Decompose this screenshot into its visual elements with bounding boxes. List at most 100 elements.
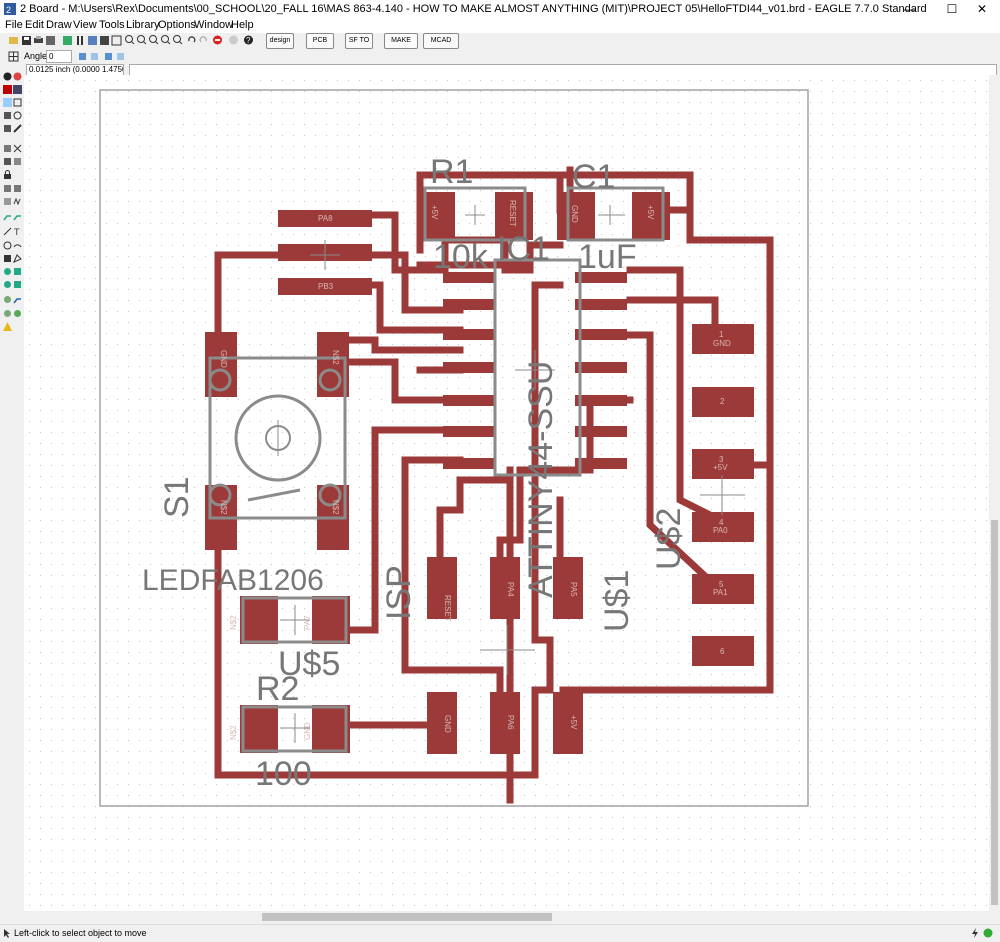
- menu-draw[interactable]: Draw: [46, 19, 72, 31]
- delete-icon[interactable]: [13, 144, 22, 153]
- rotate-icon[interactable]: [103, 50, 114, 62]
- sf-to-3d-button[interactable]: SF TO 3D: [345, 33, 373, 58]
- window-icon[interactable]: [111, 34, 122, 46]
- route-icon[interactable]: [3, 212, 12, 221]
- text-icon[interactable]: T: [13, 227, 22, 237]
- hole-icon[interactable]: [3, 280, 12, 289]
- design-link-button[interactable]: design link: [266, 33, 294, 58]
- svg-text:GND: GND: [219, 350, 228, 368]
- autorouter-icon[interactable]: [3, 295, 12, 304]
- mark-icon[interactable]: [13, 85, 22, 94]
- ic1-pad: [443, 426, 495, 437]
- go-icon[interactable]: [228, 34, 239, 46]
- isp-label: ISP: [380, 565, 418, 620]
- grid-icon[interactable]: [8, 50, 19, 62]
- svg-text:RESET: RESET: [508, 200, 517, 227]
- led-part-label: U$5: [278, 645, 340, 683]
- flip-icon[interactable]: [89, 50, 100, 62]
- go-status-icon[interactable]: [983, 928, 994, 940]
- print-icon[interactable]: [33, 34, 44, 46]
- horizontal-scrollbar[interactable]: [24, 911, 989, 923]
- maximize-button[interactable]: ☐: [946, 2, 958, 16]
- split-icon[interactable]: [13, 184, 22, 193]
- vertical-scroll-thumb[interactable]: [991, 520, 998, 905]
- copy-icon[interactable]: [13, 98, 22, 107]
- menu-library[interactable]: Library: [126, 19, 160, 31]
- zoom-fit-icon[interactable]: [124, 34, 135, 46]
- info-icon[interactable]: [3, 72, 12, 81]
- c1-label: C1: [572, 158, 615, 196]
- r2-label: R2: [256, 670, 299, 708]
- help-icon[interactable]: ?: [243, 34, 254, 46]
- cam-icon[interactable]: [45, 34, 56, 46]
- meander-icon[interactable]: [13, 197, 22, 206]
- optimize-icon[interactable]: [3, 197, 12, 206]
- angle-select[interactable]: 0: [46, 50, 72, 63]
- circle-icon[interactable]: [3, 241, 12, 250]
- ic1-pad: [443, 395, 495, 406]
- menu-options[interactable]: Options: [158, 19, 196, 31]
- smash-icon[interactable]: [3, 184, 12, 193]
- zoom-select-icon[interactable]: [172, 34, 183, 46]
- redo-icon[interactable]: [198, 34, 209, 46]
- rect-icon[interactable]: [3, 254, 12, 263]
- move-icon[interactable]: [3, 98, 12, 107]
- display-icon[interactable]: [3, 85, 12, 94]
- paste-icon[interactable]: [3, 144, 12, 153]
- add-icon[interactable]: [3, 157, 12, 166]
- open-icon[interactable]: [8, 34, 19, 46]
- menu-view[interactable]: View: [73, 19, 97, 31]
- pcb-quote-button[interactable]: PCB QUOTE: [306, 33, 334, 58]
- menu-file[interactable]: File: [5, 19, 23, 31]
- polygon-icon[interactable]: [13, 254, 22, 263]
- mirror-icon[interactable]: [77, 50, 88, 62]
- route-toggle-icon[interactable]: [13, 295, 22, 304]
- erc-icon[interactable]: [3, 309, 12, 318]
- menu-edit[interactable]: Edit: [25, 19, 44, 31]
- svg-text:+5V: +5V: [713, 463, 728, 472]
- menu-tools[interactable]: Tools: [99, 19, 125, 31]
- board-canvas[interactable]: R1 10k C1 1uF IC1 LEDFAB1206 U$5 R2 100 …: [24, 75, 989, 911]
- svg-text:PA0: PA0: [713, 526, 728, 535]
- script-icon[interactable]: [87, 34, 98, 46]
- close-button[interactable]: ✕: [976, 2, 988, 16]
- rotate-tool-icon[interactable]: [13, 111, 22, 120]
- mcad-button[interactable]: MCAD: [423, 33, 459, 49]
- zoom-out-icon[interactable]: [148, 34, 159, 46]
- board-icon[interactable]: [62, 34, 73, 46]
- ratsnest-icon[interactable]: [13, 280, 22, 289]
- mirror-tool-icon[interactable]: [3, 111, 12, 120]
- jump-icon[interactable]: [99, 34, 110, 46]
- via-icon[interactable]: [3, 267, 12, 276]
- menu-window[interactable]: Window: [194, 19, 234, 31]
- svg-text:N$2: N$2: [331, 500, 340, 515]
- drc-icon[interactable]: [13, 309, 22, 318]
- make-button[interactable]: MAKE: [384, 33, 418, 49]
- command-bar: 0.0125 inch (0.0000 1.4750): [0, 63, 1000, 76]
- ripup-icon[interactable]: [13, 212, 22, 221]
- spin-icon[interactable]: [115, 50, 126, 62]
- vertical-scrollbar[interactable]: [989, 75, 1000, 911]
- ulp-icon[interactable]: [75, 34, 86, 46]
- stop-icon[interactable]: [212, 34, 223, 46]
- horizontal-scroll-thumb[interactable]: [262, 913, 552, 921]
- pcb-layout[interactable]: R1 10k C1 1uF IC1 LEDFAB1206 U$5 R2 100 …: [24, 75, 989, 911]
- lock-icon[interactable]: [3, 170, 12, 179]
- redraw-icon[interactable]: [160, 34, 171, 46]
- undo-icon[interactable]: [186, 34, 197, 46]
- menu-help[interactable]: Help: [231, 19, 254, 31]
- wire-icon[interactable]: [3, 227, 12, 236]
- zoom-in-icon[interactable]: [136, 34, 147, 46]
- minimize-button[interactable]: —: [904, 2, 916, 16]
- svg-text:N$2: N$2: [229, 615, 238, 630]
- group-icon[interactable]: [3, 124, 12, 133]
- show-icon[interactable]: [13, 72, 22, 81]
- signal-icon[interactable]: [13, 267, 22, 276]
- isp-pad-2: [427, 692, 457, 754]
- change-icon[interactable]: [13, 124, 22, 133]
- warning-icon[interactable]: [3, 322, 12, 331]
- svg-text:N$2: N$2: [331, 350, 340, 365]
- arc-icon[interactable]: [13, 241, 22, 250]
- save-icon[interactable]: [21, 34, 32, 46]
- name-icon[interactable]: [13, 157, 22, 166]
